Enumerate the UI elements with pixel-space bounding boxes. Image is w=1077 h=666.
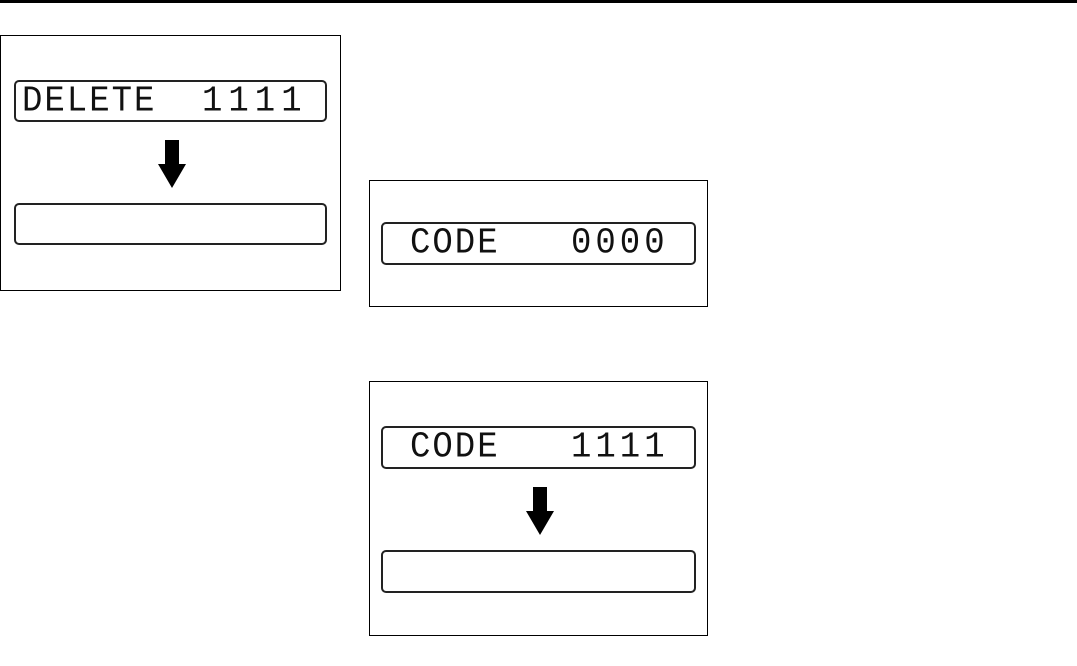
code-panel-entered: CODE 1111 <box>369 381 708 636</box>
lcd-value: 0000 <box>571 224 669 264</box>
lcd-display-code: CODE 0000 <box>381 222 696 265</box>
lcd-display-delete: DELETE 1111 <box>14 80 327 122</box>
lcd-display-blank <box>14 203 327 245</box>
lcd-label: CODE <box>410 428 500 468</box>
header-rule <box>0 0 1077 3</box>
lcd-value: 1111 <box>202 82 308 122</box>
lcd-value: 1111 <box>571 428 669 468</box>
lcd-label: DELETE <box>22 82 156 122</box>
lcd-display-code: CODE 1111 <box>381 426 696 469</box>
code-panel-initial: CODE 0000 <box>369 180 708 307</box>
lcd-label: CODE <box>410 224 500 264</box>
delete-panel: DELETE 1111 <box>0 35 341 291</box>
lcd-display-blank <box>381 550 696 593</box>
